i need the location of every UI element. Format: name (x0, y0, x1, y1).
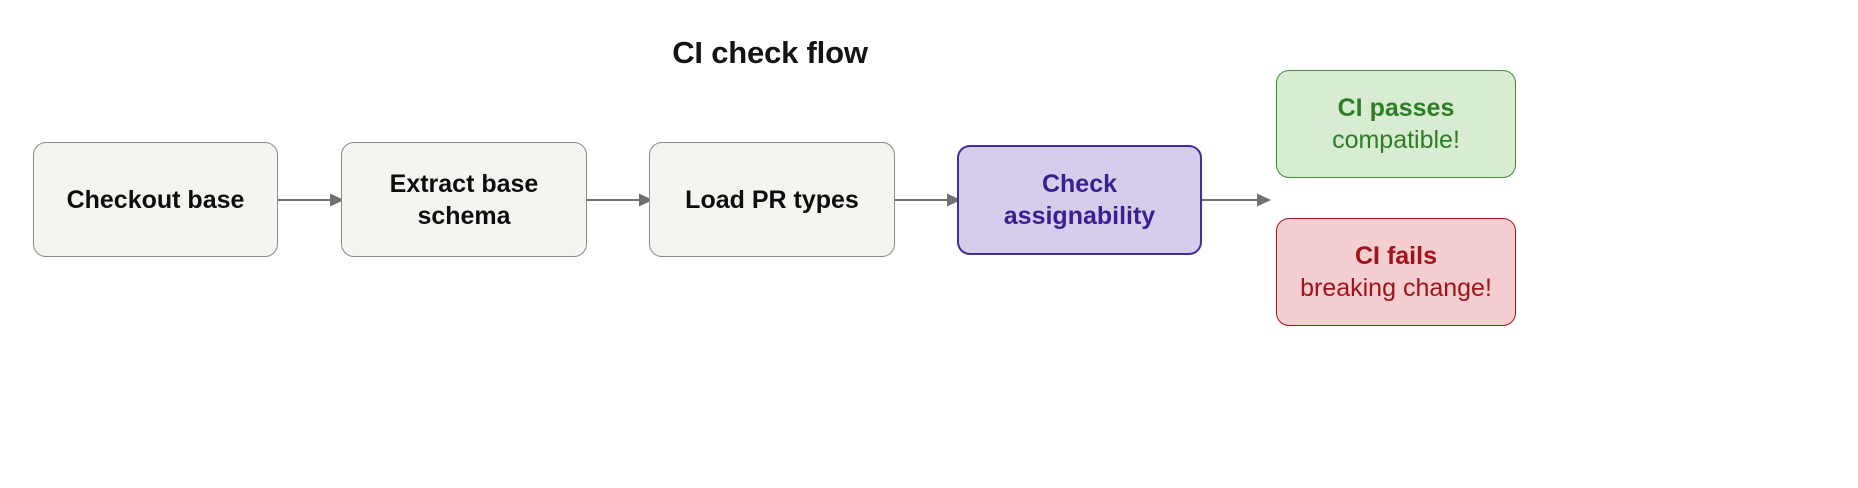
edge-checkout-base-to-extract-base-schema (278, 186, 348, 214)
page-title: CI check flow (672, 35, 868, 70)
edge-extract-base-schema-to-load-pr-types (587, 186, 657, 214)
node-ci-fails-subtext: breaking change! (1300, 273, 1492, 302)
node-load-pr-types-label: Load PR types (685, 185, 859, 214)
node-check-assignability-label-line2: assignability (1003, 202, 1156, 230)
node-ci-passes-subtext: compatible! (1332, 125, 1460, 154)
node-ci-fails-heading: CI fails (1355, 241, 1437, 270)
node-ci-passes[interactable]: CI passes compatible! (1276, 70, 1516, 178)
node-load-pr-types[interactable]: Load PR types (649, 142, 895, 257)
node-extract-base-schema-label-line2: schema (417, 201, 511, 230)
node-extract-base-schema[interactable]: Extract base schema (341, 142, 587, 257)
node-check-assignability[interactable]: Check assignability (957, 145, 1202, 255)
node-ci-passes-heading: CI passes (1337, 93, 1455, 122)
node-checkout-base-label: Checkout base (66, 185, 245, 214)
edge-check-assignability-to-ci-passes (1202, 186, 1282, 214)
node-check-assignability-label-line1: Check (1041, 170, 1118, 198)
node-ci-fails[interactable]: CI fails breaking change! (1276, 218, 1516, 326)
node-extract-base-schema-label-line1: Extract base (389, 169, 539, 198)
edge-load-pr-types-to-check-assignability (895, 186, 965, 214)
node-checkout-base[interactable]: Checkout base (33, 142, 278, 257)
